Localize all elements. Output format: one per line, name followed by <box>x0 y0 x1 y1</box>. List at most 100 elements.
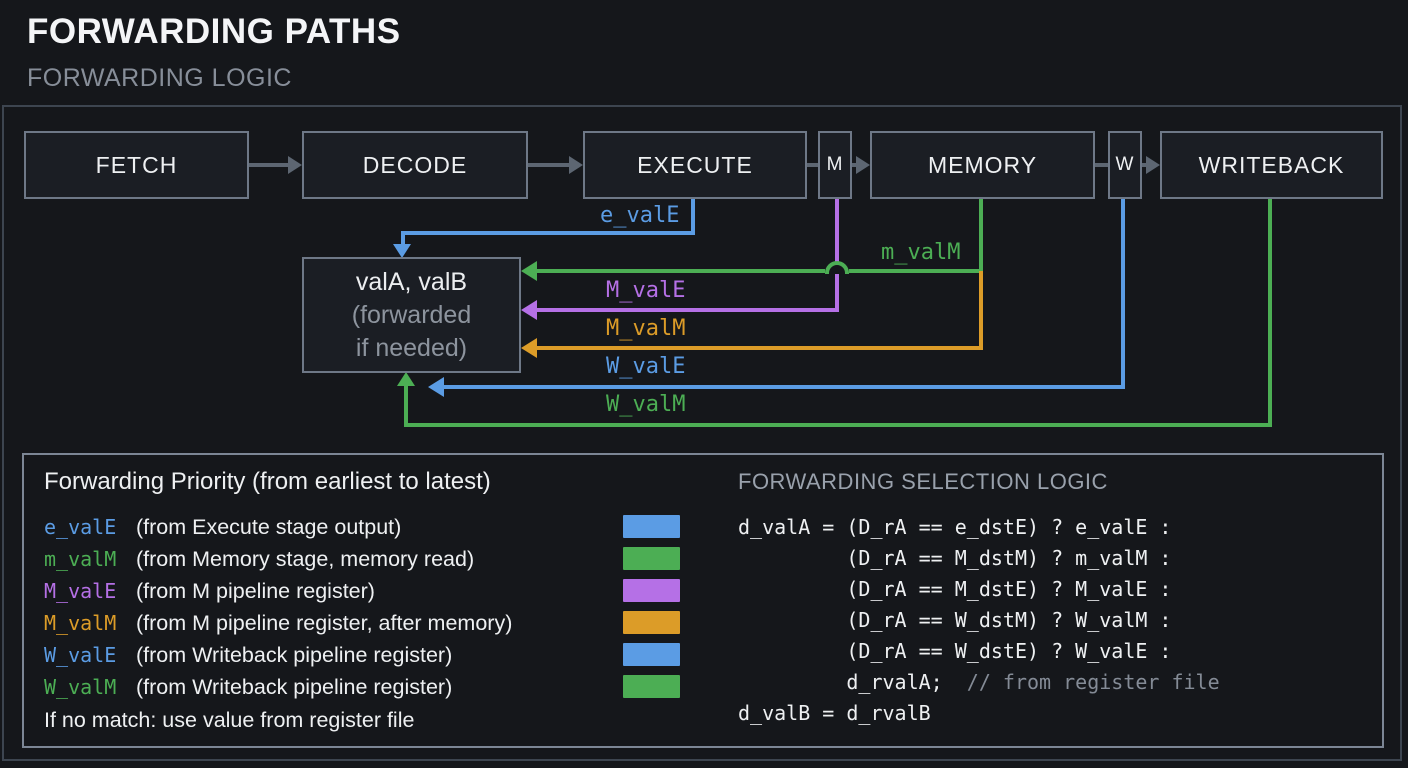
dest-box-line2: (forwarded <box>351 300 472 329</box>
stage-box-m-register: M <box>818 131 852 199</box>
dest-box-line1: valA, valB <box>355 267 468 296</box>
connector-w-writeback <box>1142 163 1147 167</box>
legend-signal-desc: (from M pipeline register, after memory) <box>136 610 513 635</box>
legend-row: e_valE (from Execute stage output) <box>44 511 680 543</box>
code-line: d_valA = (D_rA == e_dstE) ? e_valE : <box>738 512 1358 543</box>
stage-label: W <box>1115 154 1135 175</box>
legend-color-swatch <box>623 515 680 538</box>
stage-box-decode: DECODE <box>302 131 528 199</box>
wire-W_valM-vertical-left <box>404 386 408 427</box>
connector-memory-w <box>1095 163 1108 167</box>
code-line: (D_rA == M_dstE) ? M_valE : <box>738 574 1358 605</box>
wire-m_valM-hop-arc <box>825 261 849 274</box>
code-comment: // from register file <box>966 670 1220 694</box>
wire-m_valM-vertical <box>979 199 983 273</box>
arrowhead-M_valM-icon <box>521 338 537 358</box>
stage-box-fetch: FETCH <box>24 131 249 199</box>
legend-footer: If no match: use value from register fil… <box>44 708 415 732</box>
stage-box-w-register: W <box>1108 131 1142 199</box>
wire-e_valE-horizontal <box>401 231 695 235</box>
stage-label: WRITEBACK <box>1198 151 1345 178</box>
code-line: d_valB = d_rvalB <box>738 698 1358 729</box>
arrowhead-e_valE-icon <box>393 244 411 258</box>
legend-title: Forwarding Priority (from earliest to la… <box>44 468 491 495</box>
code-text: d_rvalA; <box>738 670 967 694</box>
wire-label-e_valE: e_valE <box>600 203 680 228</box>
code-text: d_valA = (D_rA == e_dstE) ? e_valE : <box>738 515 1172 539</box>
wire-m_valM-horizontal-right <box>849 269 983 273</box>
code-line: (D_rA == M_dstM) ? m_valM : <box>738 543 1358 574</box>
wire-label-W_valM: W_valM <box>606 392 686 417</box>
arrowhead-decode-execute-icon <box>569 156 583 174</box>
dest-box-vala-valb: valA, valB (forwarded if needed) <box>302 257 521 373</box>
legend-row: W_valE (from Writeback pipeline register… <box>44 639 680 671</box>
wire-W_valM-vertical-right <box>1268 199 1272 427</box>
wire-m_valM-horizontal-left <box>536 269 825 273</box>
wire-e_valE-vertical <box>691 199 695 235</box>
connector-execute-m <box>807 163 818 167</box>
legend-row: M_valE (from M pipeline register) <box>44 575 680 607</box>
stage-label: M <box>826 154 844 175</box>
legend-signal-name: e_valE <box>44 515 117 539</box>
arrowhead-M_valE-icon <box>521 300 537 320</box>
code-text: (D_rA == M_dstE) ? M_valE : <box>738 577 1172 601</box>
stage-label: MEMORY <box>927 151 1038 178</box>
connector-fetch-decode <box>249 163 288 167</box>
legend-color-swatch <box>623 611 680 634</box>
forwarding-selection-logic: FORWARDING SELECTION LOGIC d_valA = (D_r… <box>738 466 1358 729</box>
stage-label: EXECUTE <box>637 151 753 178</box>
code-text: (D_rA == M_dstM) ? m_valM : <box>738 546 1172 570</box>
stage-box-execute: EXECUTE <box>583 131 807 199</box>
diagram-panel <box>2 105 1402 761</box>
arrowhead-fetch-decode-icon <box>288 156 302 174</box>
arrowhead-m-memory-icon <box>856 156 870 174</box>
code-text: d_valB = d_rvalB <box>738 701 931 725</box>
legend-signal-name: m_valM <box>44 547 117 571</box>
legend-color-swatch <box>623 675 680 698</box>
wire-W_valM-horizontal <box>404 423 1272 427</box>
connector-decode-execute <box>528 163 569 167</box>
legend-signal-desc: (from M pipeline register) <box>136 578 375 603</box>
wire-M_valE-horizontal <box>536 308 839 312</box>
legend-signal-name: M_valM <box>44 611 117 635</box>
code-text: (D_rA == W_dstE) ? W_valE : <box>738 639 1172 663</box>
legend-color-swatch <box>623 579 680 602</box>
legend-row: m_valM (from Memory stage, memory read) <box>44 543 680 575</box>
code-line: (D_rA == W_dstE) ? W_valE : <box>738 636 1358 667</box>
stage-label: FETCH <box>95 151 178 178</box>
legend-signal-desc: (from Writeback pipeline register) <box>136 674 453 699</box>
wire-label-M_valM: M_valM <box>606 316 686 341</box>
arrowhead-m_valM-icon <box>521 261 537 281</box>
code-line: (D_rA == W_dstM) ? W_valM : <box>738 605 1358 636</box>
stage-label: DECODE <box>362 151 468 178</box>
legend-color-swatch <box>623 643 680 666</box>
page-subtitle: FORWARDING LOGIC <box>27 64 292 92</box>
legend-row: M_valM (from M pipeline register, after … <box>44 607 680 639</box>
page-title: FORWARDING PATHS <box>27 12 401 51</box>
connector-m-memory <box>852 163 857 167</box>
dest-box-line3: if needed) <box>355 333 468 362</box>
wire-e_valE-drop <box>401 233 405 245</box>
wire-M_valE-vertical <box>835 199 839 312</box>
code-text: (D_rA == W_dstM) ? W_valM : <box>738 608 1172 632</box>
wire-W_valE-vertical <box>1121 199 1125 389</box>
wire-W_valE-horizontal <box>443 385 1125 389</box>
legend-signal-name: W_valE <box>44 643 117 667</box>
legend-row: W_valM (from Writeback pipeline register… <box>44 671 680 703</box>
arrowhead-W_valE-icon <box>428 377 444 397</box>
legend-signal-name: M_valE <box>44 579 117 603</box>
legend-signal-desc: (from Execute stage output) <box>136 514 402 539</box>
legend-color-swatch <box>623 547 680 570</box>
legend-signal-desc: (from Writeback pipeline register) <box>136 642 453 667</box>
stage-box-writeback: WRITEBACK <box>1160 131 1383 199</box>
legend-signal-name: W_valM <box>44 675 117 699</box>
arrowhead-w-writeback-icon <box>1146 156 1160 174</box>
wire-label-M_valE: M_valE <box>606 278 686 303</box>
forwarding-priority-legend: Forwarding Priority (from earliest to la… <box>44 466 680 736</box>
wire-M_valM-vertical <box>979 271 983 350</box>
stage-box-memory: MEMORY <box>870 131 1095 199</box>
wire-M_valM-horizontal <box>536 346 983 350</box>
arrowhead-W_valM-icon <box>397 372 415 386</box>
wire-label-m_valM: m_valM <box>881 240 961 265</box>
logic-title: FORWARDING SELECTION LOGIC <box>738 469 1108 494</box>
